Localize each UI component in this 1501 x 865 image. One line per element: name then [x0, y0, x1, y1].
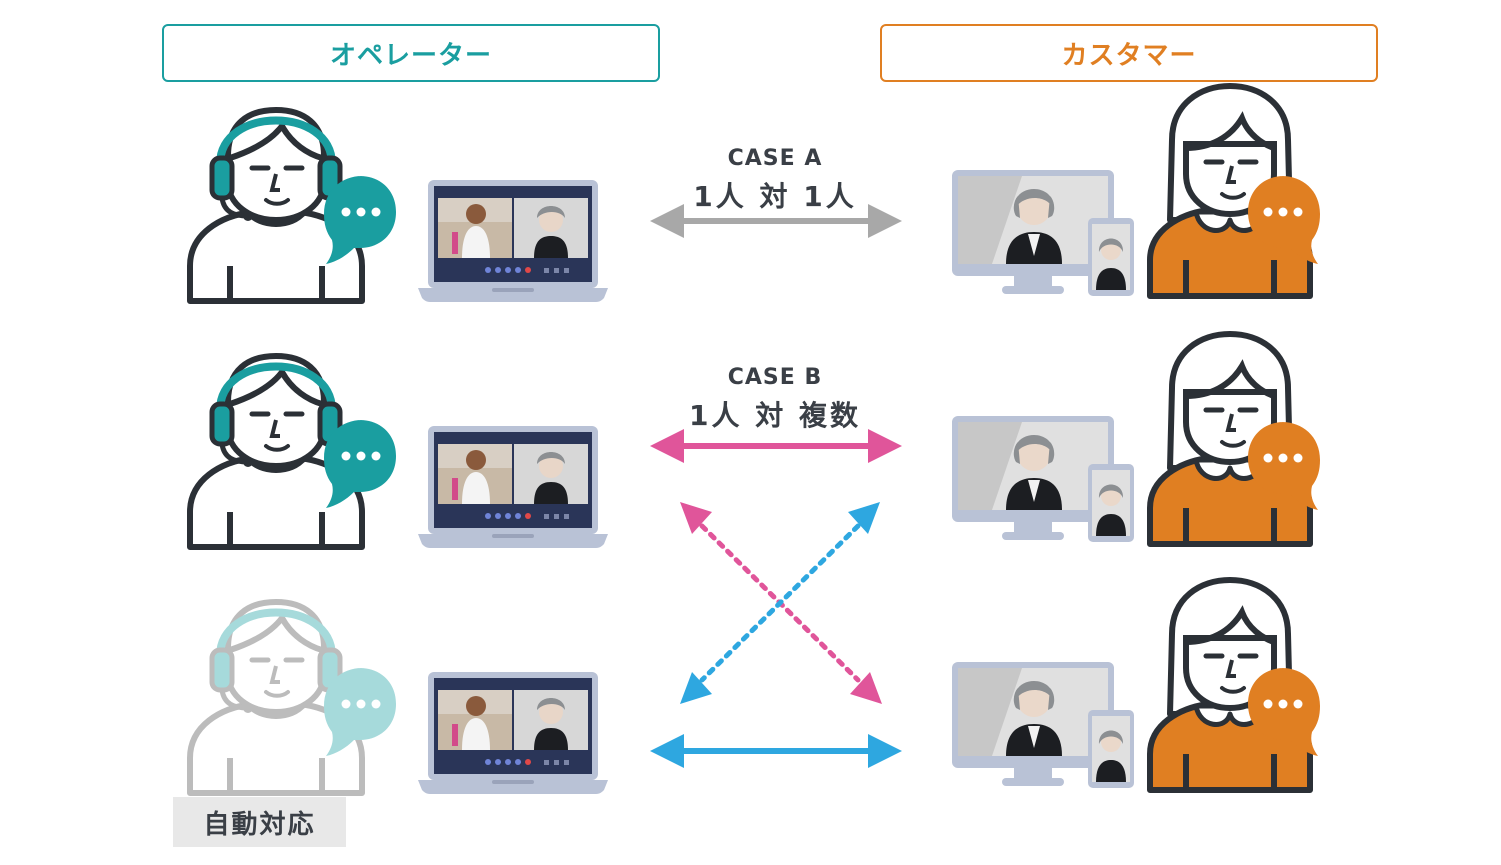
arrow-case-b-top [650, 429, 902, 463]
auto-response-badge: 自動対応 [173, 797, 346, 847]
case-b-label: CASE B 1人 対 複数 [620, 365, 930, 434]
desktop-monitor-icon [952, 170, 1134, 296]
case-b-subtitle: 1人 対 複数 [689, 399, 861, 432]
arrow-case-a [650, 204, 902, 238]
case-a-label: CASE A 1人 対 1人 [620, 146, 930, 215]
case-b-title: CASE B [727, 365, 823, 390]
laptop-video-call-icon [418, 426, 608, 548]
operator-header: オペレーター [162, 24, 660, 82]
laptop-video-call-icon [418, 180, 608, 302]
desktop-monitor-icon [952, 416, 1134, 542]
case-a-title: CASE A [727, 146, 823, 171]
dotted-arrow-blue [680, 502, 880, 704]
desktop-monitor-icon [952, 662, 1134, 788]
customer-header: カスタマー [880, 24, 1378, 82]
laptop-video-call-icon [418, 672, 608, 794]
case-a-subtitle: 1人 対 1人 [693, 180, 857, 213]
arrow-row-3 [650, 734, 902, 768]
